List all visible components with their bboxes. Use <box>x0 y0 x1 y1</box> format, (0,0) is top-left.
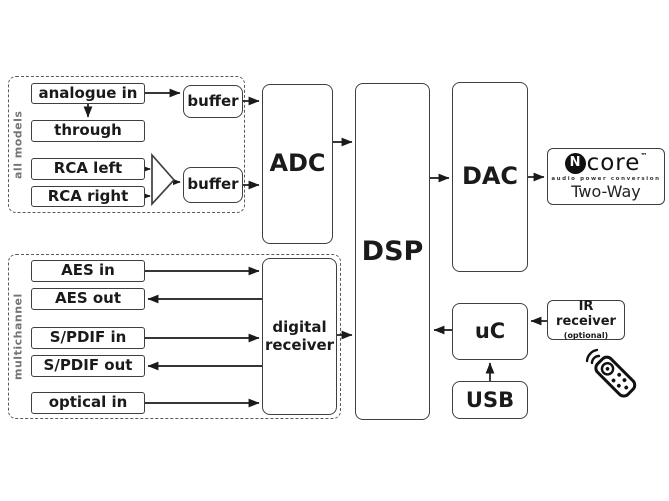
block-ncore-two-way: N core ™ audio power conversion Two-Way <box>547 148 665 205</box>
group-all-models <box>8 76 245 213</box>
block-buffer-bottom: buffer <box>183 167 243 203</box>
ncore-model: Two-Way <box>571 182 641 202</box>
block-analogue-in: analogue in <box>31 83 145 104</box>
block-spdif-out: S/PDIF out <box>31 355 145 377</box>
group-multichannel <box>8 254 341 419</box>
block-dac: DAC <box>452 82 528 272</box>
ncore-wordmark: core <box>586 149 641 176</box>
block-usb: USB <box>452 381 528 419</box>
signal-waves-icon <box>585 348 601 365</box>
block-aes-in: AES in <box>31 260 145 282</box>
block-through: through <box>31 120 145 142</box>
block-ir-receiver: IR receiver (optional) <box>547 298 625 340</box>
ir-receiver-label: IR receiver <box>556 298 616 329</box>
ncore-n-icon: N <box>564 152 586 174</box>
ncore-logo: N core ™ <box>564 149 648 176</box>
block-rca-right: RCA right <box>31 186 145 207</box>
block-adc: ADC <box>262 84 333 244</box>
block-uc: uC <box>452 303 528 360</box>
block-spdif-in: S/PDIF in <box>31 327 145 349</box>
ir-optional-label: (optional) <box>563 330 609 340</box>
remote-control-icon <box>585 348 637 398</box>
group-label-all-models: all models <box>11 110 25 179</box>
block-rca-left: RCA left <box>31 158 145 180</box>
trademark-symbol: ™ <box>640 152 648 161</box>
block-aes-out: AES out <box>31 288 145 310</box>
group-label-multichannel: multichannel <box>11 293 25 380</box>
block-buffer-top: buffer <box>183 85 243 118</box>
block-dsp: DSP <box>355 83 430 420</box>
block-optical-in: optical in <box>31 392 145 414</box>
ncore-tagline: audio power conversion <box>551 176 661 183</box>
block-digital-receiver: digital receiver <box>262 258 337 415</box>
